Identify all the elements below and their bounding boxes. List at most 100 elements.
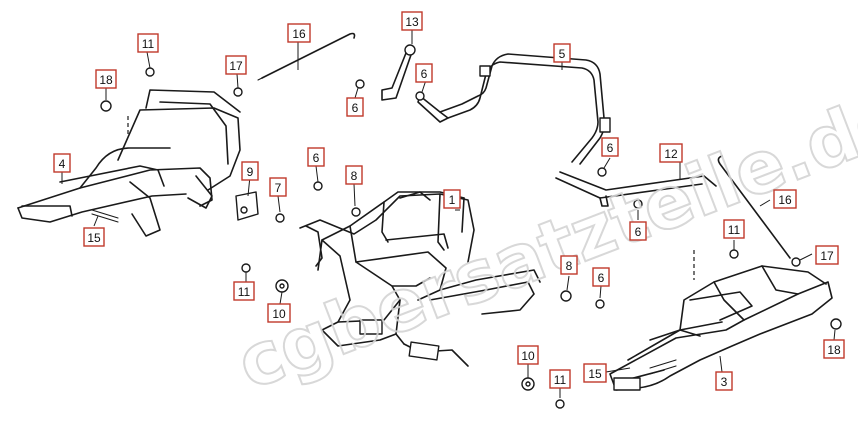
callout-box <box>549 369 571 389</box>
callout-box <box>659 143 683 163</box>
callout-label: 4 <box>59 157 66 171</box>
callout-8: 8 <box>345 165 363 185</box>
callout-7: 7 <box>269 177 287 197</box>
callout-6: 6 <box>601 137 619 157</box>
callout-label: 6 <box>635 225 642 239</box>
callout-5: 5 <box>553 43 571 63</box>
callout-label: 6 <box>607 141 614 155</box>
callout-label: 3 <box>721 375 728 389</box>
callout-box <box>233 281 255 301</box>
callout-label: 7 <box>275 181 282 195</box>
callout-box <box>715 371 733 391</box>
callout-box <box>345 165 363 185</box>
callout-16: 16 <box>773 189 797 209</box>
callout-label: 11 <box>554 373 567 387</box>
callout-box <box>560 255 578 275</box>
part-12-bracket <box>555 171 717 207</box>
callout-label: 17 <box>229 59 243 73</box>
callout-6: 6 <box>415 63 433 83</box>
callout-box <box>241 161 259 181</box>
callout-box <box>553 43 571 63</box>
callout-box <box>307 147 325 167</box>
part-9-bracket <box>235 191 259 221</box>
callout-label: 6 <box>352 101 359 115</box>
callout-box <box>401 11 423 31</box>
callout-box <box>95 69 117 89</box>
callout-15: 15 <box>83 227 105 247</box>
callout-18: 18 <box>95 69 117 89</box>
callout-label: 11 <box>728 223 741 237</box>
callout-11: 11 <box>233 281 255 301</box>
callout-16: 16 <box>287 23 311 43</box>
callout-label: 18 <box>827 343 841 357</box>
callout-label: 12 <box>664 147 678 161</box>
callout-box <box>601 137 619 157</box>
callout-11: 11 <box>549 369 571 389</box>
callout-label: 17 <box>820 249 834 263</box>
callout-box <box>267 303 291 323</box>
callout-box <box>225 55 247 75</box>
part-13-bracket <box>381 44 416 101</box>
callout-1: 1 <box>443 189 461 209</box>
callout-label: 6 <box>598 271 605 285</box>
callout-13: 13 <box>401 11 423 31</box>
callout-8: 8 <box>560 255 578 275</box>
callout-box <box>815 245 839 265</box>
callout-label: 6 <box>313 151 320 165</box>
callout-6: 6 <box>629 221 647 241</box>
callout-box <box>287 23 311 43</box>
part-1-main-frame <box>299 191 541 367</box>
callout-label: 16 <box>778 193 792 207</box>
callout-9: 9 <box>241 161 259 181</box>
callout-box <box>269 177 287 197</box>
callout-label: 9 <box>247 165 254 179</box>
callout-label: 13 <box>405 15 419 29</box>
callout-label: 15 <box>87 231 101 245</box>
callout-10: 10 <box>267 303 291 323</box>
callout-box <box>723 219 745 239</box>
callout-box <box>53 153 71 173</box>
callout-box <box>583 363 607 383</box>
callout-11: 11 <box>137 33 159 53</box>
callout-label: 10 <box>521 349 535 363</box>
callout-15: 15 <box>583 363 607 383</box>
part-16-rod-right <box>717 155 791 259</box>
callout-label: 15 <box>588 367 602 381</box>
callout-label: 8 <box>566 259 573 273</box>
callout-label: 10 <box>272 307 286 321</box>
callout-18: 18 <box>823 339 845 359</box>
callout-3: 3 <box>715 371 733 391</box>
callout-10: 10 <box>517 345 539 365</box>
callout-box <box>517 345 539 365</box>
part-5-frame <box>417 53 611 165</box>
callout-6: 6 <box>307 147 325 167</box>
part-3-rack <box>609 265 833 391</box>
callout-11: 11 <box>723 219 745 239</box>
callout-box <box>415 63 433 83</box>
callout-label: 5 <box>559 47 566 61</box>
part-16-rod-top <box>257 32 356 81</box>
callout-label: 1 <box>449 193 456 207</box>
callout-box <box>592 267 610 287</box>
callout-box <box>137 33 159 53</box>
callout-label: 8 <box>351 169 358 183</box>
callout-label: 6 <box>421 67 428 81</box>
callout-12: 12 <box>659 143 683 163</box>
callout-box <box>823 339 845 359</box>
callout-6: 6 <box>592 267 610 287</box>
callout-box <box>83 227 105 247</box>
part-4-rack <box>17 89 241 237</box>
callout-6: 6 <box>346 97 364 117</box>
callout-4: 4 <box>53 153 71 173</box>
callout-box <box>443 189 461 209</box>
callout-label: 16 <box>292 27 306 41</box>
callout-label: 11 <box>142 37 155 51</box>
callout-17: 17 <box>815 245 839 265</box>
callout-label: 11 <box>238 285 251 299</box>
callout-box <box>629 221 647 241</box>
callout-17: 17 <box>225 55 247 75</box>
callout-box <box>773 189 797 209</box>
